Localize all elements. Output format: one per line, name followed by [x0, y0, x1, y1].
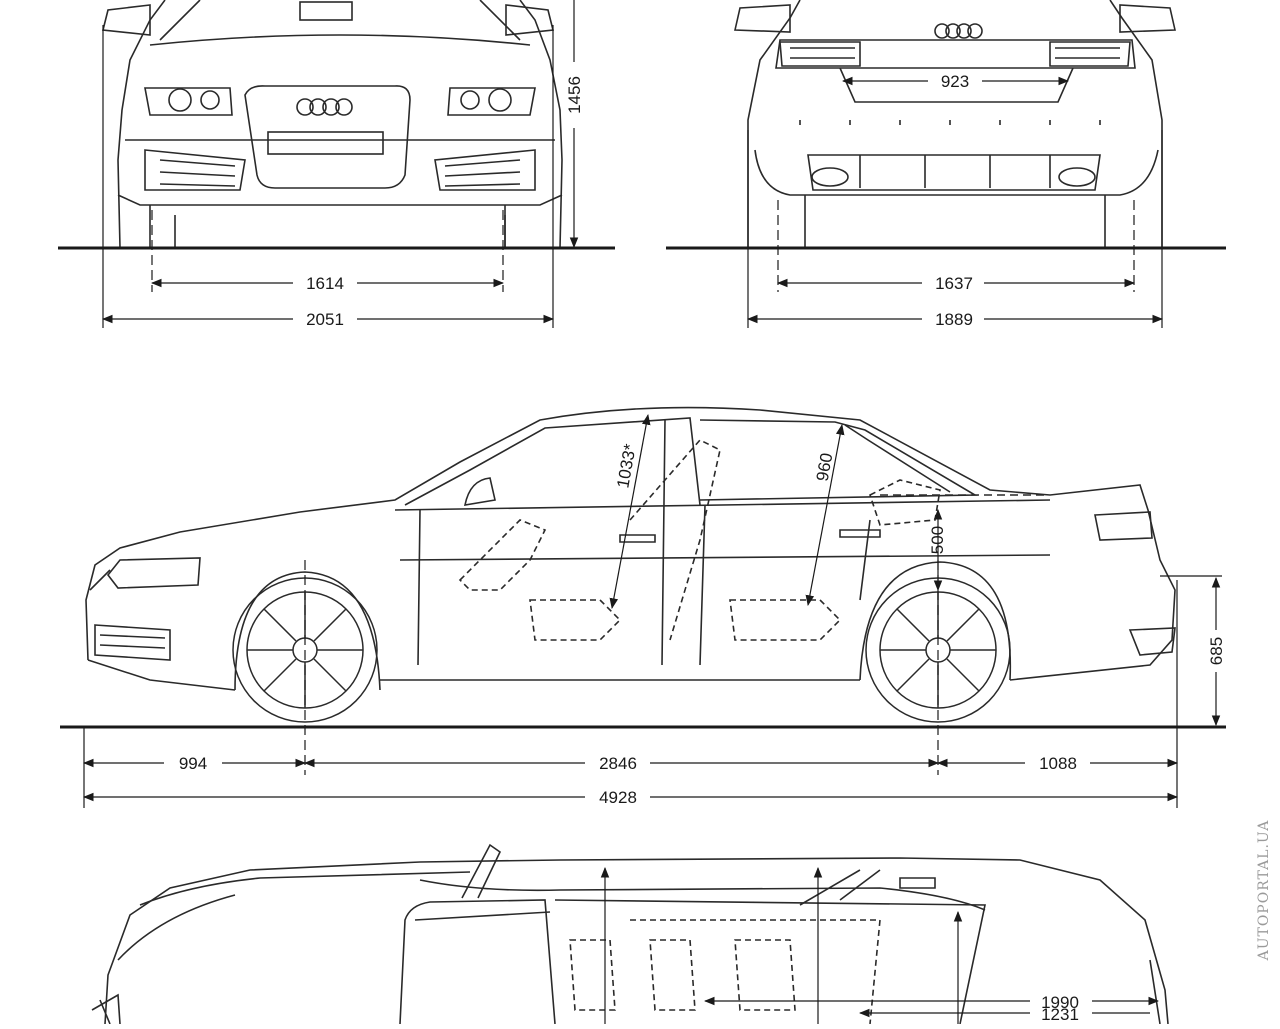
trunk-opening-label: 923	[941, 72, 969, 91]
top-width-front-label: 1990	[1041, 993, 1079, 1012]
top-view	[91, 843, 1169, 1025]
front-dimension-lines	[101, 0, 579, 328]
rear-track-label: 1637	[935, 274, 973, 293]
rear-dimension-lines	[746, 76, 1164, 328]
wheelbase-label: 2846	[599, 754, 637, 773]
front-overhang-label: 994	[179, 754, 207, 773]
rear-width-label: 1889	[935, 310, 973, 329]
top-width-rear-label: 1231	[1041, 1005, 1079, 1024]
front-track-label: 1614	[306, 274, 344, 293]
rear-headroom-label: 960	[813, 451, 837, 482]
front-width-label: 2051	[306, 310, 344, 329]
load-height-label: 685	[1207, 637, 1226, 665]
overall-length-label: 4928	[599, 788, 637, 807]
front-height-label: 1456	[565, 76, 584, 114]
rear-overhang-label: 1088	[1039, 754, 1077, 773]
top-dimension-lines	[600, 866, 1160, 1024]
front-view	[102, 0, 563, 249]
watermark-text: AUTOPORTAL.UA	[1256, 820, 1272, 962]
side-dimension-lines	[82, 413, 1222, 808]
rear-view	[734, 0, 1176, 249]
rear-seat-height-label: 500	[928, 526, 947, 554]
